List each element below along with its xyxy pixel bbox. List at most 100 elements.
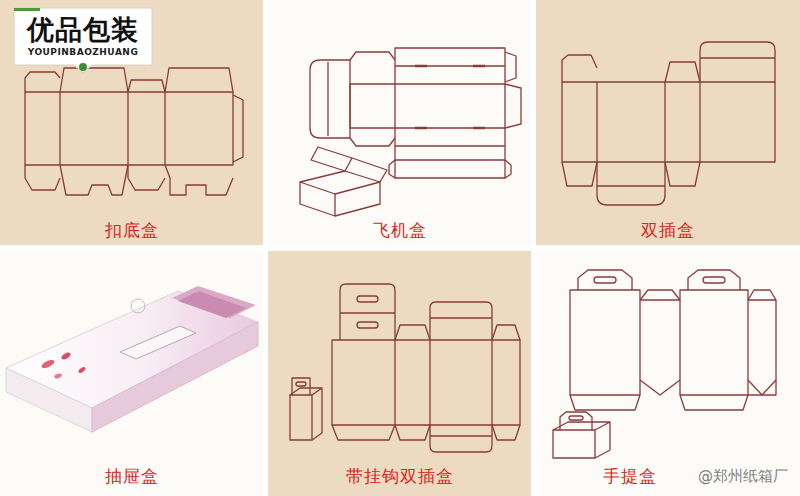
dieline bbox=[290, 395, 312, 440]
drawer-box-photo bbox=[120, 326, 196, 359]
dieline bbox=[395, 325, 430, 340]
drawer-box-photo bbox=[92, 322, 258, 432]
dieline bbox=[395, 66, 505, 160]
dieline bbox=[350, 52, 395, 60]
dieline bbox=[300, 182, 380, 216]
dieline bbox=[430, 302, 492, 340]
dieline bbox=[748, 380, 776, 395]
drawer-box-photo bbox=[54, 373, 63, 379]
box-panel: 手提盒 bbox=[536, 251, 800, 496]
dieline bbox=[562, 42, 775, 205]
dieline bbox=[562, 162, 597, 186]
logo-badge: 优品包装YOUPINBAOZHUANG bbox=[14, 8, 152, 73]
dieline bbox=[25, 68, 243, 195]
drawer-box-photo bbox=[6, 286, 258, 432]
drawer-box-photo bbox=[172, 286, 256, 318]
dieline bbox=[312, 388, 322, 440]
drawer-box-photo bbox=[131, 299, 145, 313]
dieline bbox=[492, 325, 520, 340]
box-type-label: 带挂钩双插盒 bbox=[346, 465, 454, 487]
box-panel: 带挂钩双插盒 bbox=[268, 251, 531, 496]
box-type-label: 抽屉盒 bbox=[105, 465, 159, 487]
panel-ground bbox=[536, 0, 800, 245]
dieline bbox=[680, 290, 748, 395]
dieline bbox=[340, 312, 395, 313]
dieline bbox=[25, 165, 60, 190]
dieline bbox=[594, 277, 616, 283]
dieline bbox=[560, 412, 592, 430]
dieline bbox=[492, 425, 520, 440]
dieline bbox=[292, 378, 310, 395]
dieline bbox=[395, 425, 430, 440]
dieline bbox=[562, 82, 775, 162]
drawer-box-photo bbox=[6, 368, 92, 432]
box-panel: 双插盒 bbox=[536, 0, 800, 245]
dieline bbox=[595, 422, 610, 458]
dieline bbox=[665, 162, 700, 186]
panel-ground bbox=[268, 251, 531, 496]
dieline bbox=[350, 138, 395, 146]
dieline bbox=[553, 430, 595, 458]
dieline bbox=[748, 290, 776, 395]
dieline bbox=[340, 284, 395, 340]
dieline bbox=[700, 57, 775, 58]
dieline bbox=[165, 165, 233, 195]
dieline bbox=[578, 270, 632, 290]
dieline bbox=[310, 60, 350, 138]
dieline bbox=[389, 160, 511, 178]
dieline bbox=[25, 72, 60, 92]
dieline bbox=[395, 340, 492, 425]
dieline bbox=[296, 382, 306, 386]
dieline bbox=[357, 322, 378, 328]
dieline bbox=[332, 340, 520, 425]
dieline bbox=[665, 62, 700, 82]
dieline bbox=[290, 284, 520, 452]
dieline bbox=[700, 42, 775, 82]
drawer-box-photo bbox=[60, 351, 71, 360]
dieline bbox=[415, 66, 485, 128]
dieline bbox=[640, 290, 680, 300]
dieline bbox=[345, 158, 387, 182]
drawer-box-photo bbox=[40, 358, 55, 369]
dieline bbox=[128, 80, 165, 92]
dieline bbox=[688, 270, 740, 290]
dieline bbox=[430, 425, 492, 452]
dieline bbox=[597, 162, 665, 205]
dieline bbox=[430, 317, 492, 318]
dieline bbox=[505, 52, 516, 82]
box-type-label: 飞机盒 bbox=[373, 219, 427, 241]
dieline bbox=[25, 92, 233, 165]
brand-name: 优品包装 bbox=[25, 14, 141, 46]
drawer-box-photo bbox=[78, 366, 87, 374]
panel-ground bbox=[0, 251, 263, 496]
box-type-label: 手提盒 bbox=[603, 465, 657, 487]
dieline bbox=[357, 296, 378, 302]
dieline bbox=[350, 84, 395, 128]
dieline bbox=[165, 68, 233, 92]
dieline bbox=[505, 84, 521, 128]
dieline bbox=[311, 147, 352, 171]
dieline bbox=[300, 171, 380, 194]
dieline bbox=[60, 68, 128, 92]
dieline bbox=[703, 277, 725, 283]
dieline bbox=[395, 48, 505, 178]
box-panel: 抽屉盒 bbox=[0, 251, 263, 496]
box-panel: 飞机盒 bbox=[268, 0, 531, 245]
dieline bbox=[327, 62, 328, 136]
logo-ribbon bbox=[14, 8, 152, 73]
panel-ground bbox=[0, 0, 263, 245]
dieline bbox=[233, 95, 243, 162]
watermark: @郑州纸箱厂 bbox=[698, 466, 788, 486]
dieline bbox=[570, 395, 640, 410]
dieline bbox=[680, 395, 748, 410]
box-panel: 扣底盒 bbox=[0, 0, 263, 245]
dieline bbox=[332, 425, 395, 440]
dieline bbox=[128, 165, 165, 190]
dieline bbox=[60, 165, 128, 195]
dieline bbox=[569, 416, 583, 420]
dieline bbox=[553, 422, 610, 430]
dieline bbox=[640, 380, 680, 395]
